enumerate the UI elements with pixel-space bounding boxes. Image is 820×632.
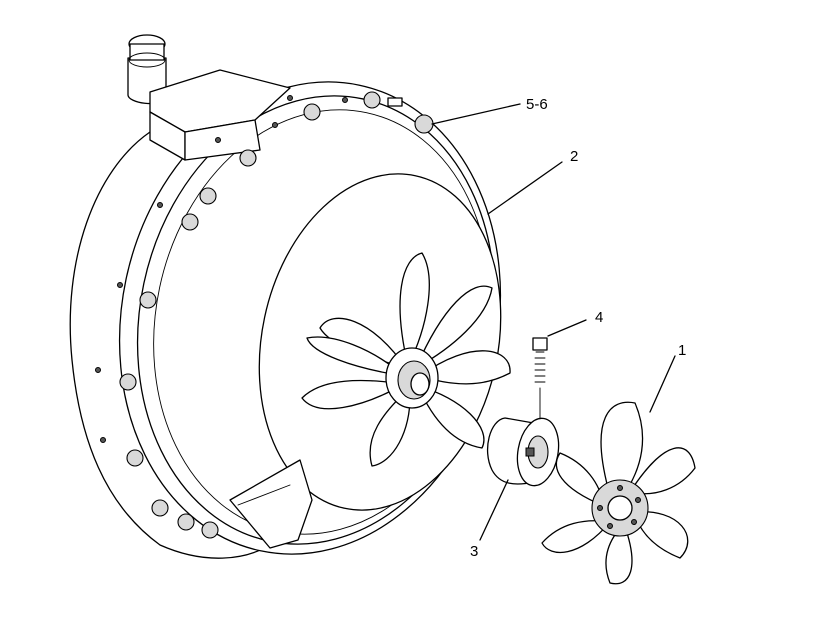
bolt-part: [532, 337, 548, 419]
fan-part: [541, 401, 696, 585]
callout-label-5-6: 5-6: [526, 96, 548, 113]
callout-label-4: 4: [595, 309, 604, 326]
callout-label-3: 3: [470, 543, 479, 560]
top-fitting: [127, 34, 291, 161]
callout-label-1: 1: [678, 342, 687, 359]
pulley-part: [486, 417, 560, 487]
callout-label-2: 2: [570, 148, 579, 165]
housing-assembly: [69, 34, 511, 559]
flange-bolts: [95, 91, 434, 539]
leader-lines: [431, 103, 676, 541]
installed-fan: [301, 252, 511, 467]
lower-bracket: [229, 459, 313, 549]
